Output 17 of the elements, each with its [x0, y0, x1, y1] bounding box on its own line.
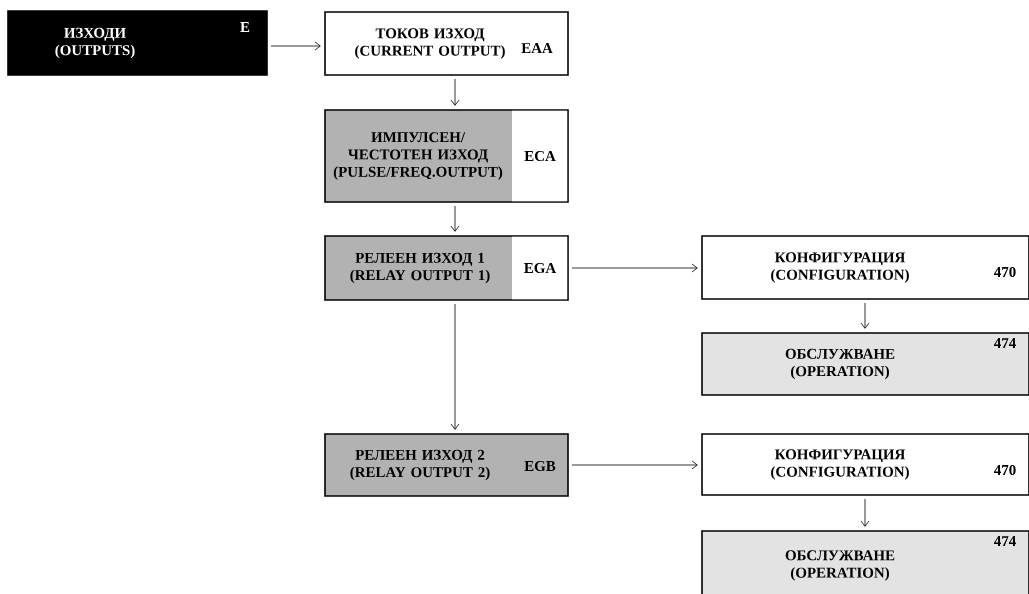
arrow [450, 205, 460, 232]
arrow [571, 263, 698, 273]
arrow [860, 498, 870, 527]
menu-box: ОБСЛУЖВАНЕ (OPERATION) 474 [701, 530, 1029, 594]
arrow [571, 460, 698, 470]
arrow [450, 78, 460, 106]
arrow [270, 41, 321, 51]
menu-box: ОБСЛУЖВАНЕ (OPERATION) 474 [701, 332, 1029, 396]
arrow [450, 303, 460, 430]
menu-box: КОНФИГУРАЦИЯ (CONFIGURATION) 470 [701, 235, 1029, 300]
arrow [860, 302, 870, 329]
menu-box: ИЗХОДИ (OUTPUTS) E [7, 10, 268, 76]
menu-box: ИМПУЛСЕН/ ЧЕСТОТЕН ИЗХОД (PULSE/FREQ.OUTPUT) ECA [324, 109, 569, 203]
menu-box: КОНФИГУРАЦИЯ (CONFIGURATION) 470 [701, 433, 1029, 496]
menu-box: РЕЛЕЕН ИЗХОД 1 (RELAY OUTPUT 1) EGA [324, 235, 569, 301]
menu-box: ТОКОВ ИЗХОД (CURRENT OUTPUT) EAA [324, 11, 569, 76]
menu-box: РЕЛЕЕН ИЗХОД 2 (RELAY OUTPUT 2) EGB [324, 433, 569, 497]
